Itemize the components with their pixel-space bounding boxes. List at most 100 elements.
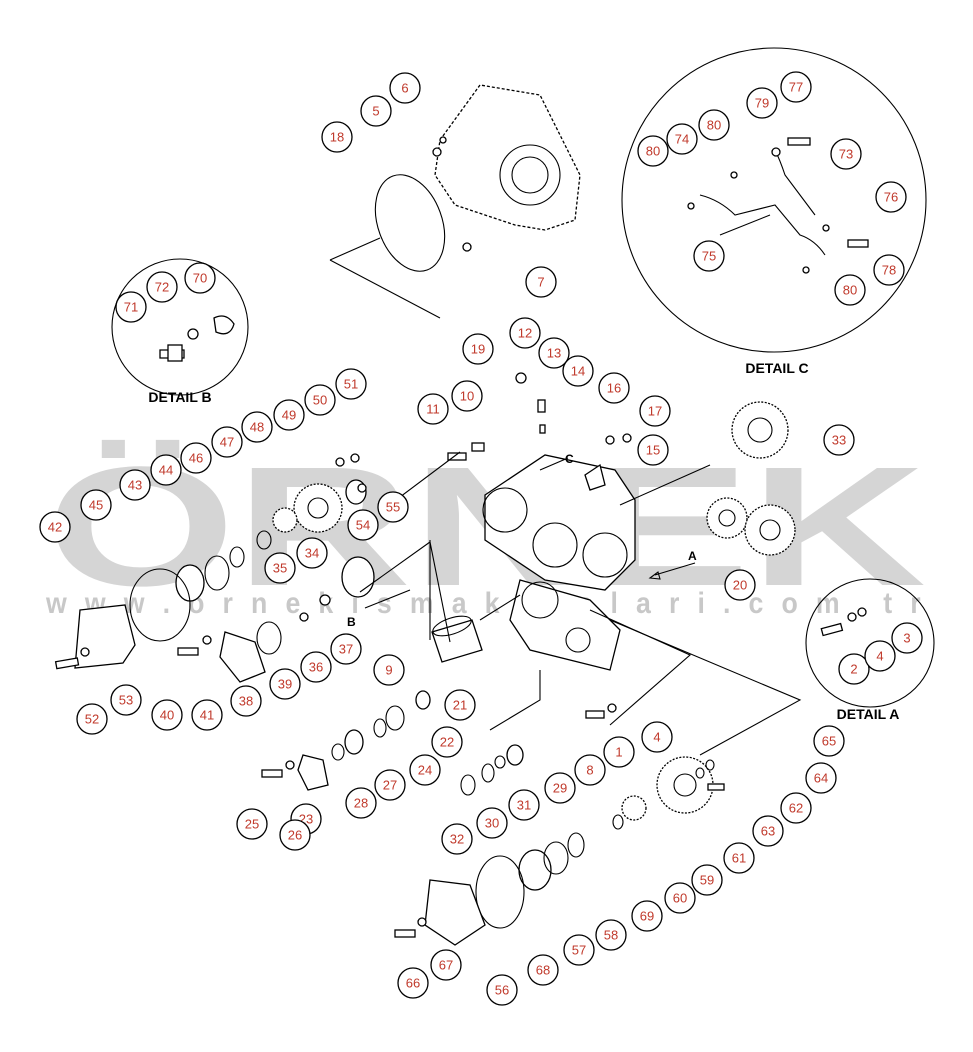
callout-label: 29 [553, 781, 567, 796]
callout-29: 29 [544, 772, 576, 804]
callout-label: 30 [485, 816, 499, 831]
callout-label: 56 [495, 983, 509, 998]
callout-14: 14 [562, 355, 594, 387]
callout-20: 20 [724, 569, 756, 601]
callout-label: 69 [640, 909, 654, 924]
callout-66: 66 [397, 967, 429, 999]
callout-label: 78 [882, 263, 896, 278]
callout-25: 25 [236, 808, 268, 840]
callout-label: 16 [607, 381, 621, 396]
callout-label: 70 [193, 271, 207, 286]
view-mark-c: C [565, 452, 574, 466]
callout-label: 12 [518, 326, 532, 341]
detail-b-label: DETAIL B [148, 389, 211, 405]
callout-4: 4 [864, 640, 896, 672]
callout-65: 65 [813, 725, 845, 757]
callout-label: 58 [604, 928, 618, 943]
callout-label: 45 [89, 498, 103, 513]
callout-44: 44 [150, 454, 182, 486]
callout-label: 41 [200, 708, 214, 723]
callout-label: 34 [305, 546, 319, 561]
callout-42: 42 [39, 511, 71, 543]
callout-2: 2 [838, 653, 870, 685]
callout-label: 80 [707, 118, 721, 133]
callout-24: 24 [409, 754, 441, 786]
callout-77: 77 [780, 71, 812, 103]
callout-41: 41 [191, 699, 223, 731]
callout-32: 32 [441, 823, 473, 855]
callout-label: 3 [903, 631, 910, 646]
callout-74: 74 [666, 123, 698, 155]
callout-label: 46 [189, 451, 203, 466]
callout-label: 50 [313, 393, 327, 408]
callout-61: 61 [723, 842, 755, 874]
callout-label: 39 [278, 677, 292, 692]
callout-label: 38 [239, 694, 253, 709]
callout-59: 59 [691, 864, 723, 896]
callout-5: 5 [360, 95, 392, 127]
callout-13: 13 [538, 337, 570, 369]
callout-label: 48 [250, 420, 264, 435]
callout-label: 26 [288, 828, 302, 843]
callout-label: 31 [517, 798, 531, 813]
gear-housing [482, 454, 636, 671]
callout-10: 10 [451, 380, 483, 412]
callout-label: 36 [309, 660, 323, 675]
callout-label: 28 [354, 796, 368, 811]
callout-3: 3 [891, 622, 923, 654]
callout-64: 64 [805, 762, 837, 794]
callout-label: 71 [124, 300, 138, 315]
detail-c-label: DETAIL C [745, 360, 808, 376]
callout-37: 37 [330, 633, 362, 665]
callout-34: 34 [296, 537, 328, 569]
callout-40: 40 [151, 699, 183, 731]
callout-57: 57 [563, 934, 595, 966]
callout-38: 38 [230, 685, 262, 717]
callout-76: 76 [875, 181, 907, 213]
callout-label: 35 [273, 561, 287, 576]
callout-label: 6 [401, 81, 408, 96]
callout-28: 28 [345, 787, 377, 819]
callout-label: 60 [673, 891, 687, 906]
callout-label: 43 [128, 478, 142, 493]
callout-75: 75 [693, 240, 725, 272]
callout-group: 1234456789101112131415161718192021222324… [39, 71, 923, 1006]
callout-55: 55 [377, 491, 409, 523]
callout-50: 50 [304, 384, 336, 416]
callout-label: 9 [385, 663, 392, 678]
callout-label: 54 [356, 518, 370, 533]
callout-label: 13 [547, 346, 561, 361]
callout-69: 69 [631, 900, 663, 932]
callout-56: 56 [486, 974, 518, 1006]
callout-label: 17 [648, 404, 662, 419]
callout-label: 73 [839, 147, 853, 162]
callout-67: 67 [430, 949, 462, 981]
callout-27: 27 [374, 769, 406, 801]
callout-8: 8 [574, 754, 606, 786]
callout-43: 43 [119, 469, 151, 501]
callout-73: 73 [830, 138, 862, 170]
callout-label: 44 [159, 463, 173, 478]
callout-label: 25 [245, 817, 259, 832]
callout-label: 65 [822, 734, 836, 749]
callout-60: 60 [664, 882, 696, 914]
callout-72: 72 [146, 271, 178, 303]
callout-6: 6 [389, 72, 421, 104]
callout-9: 9 [373, 654, 405, 686]
callout-36: 36 [300, 651, 332, 683]
callout-31: 31 [508, 789, 540, 821]
callout-label: 14 [571, 364, 585, 379]
callout-15: 15 [637, 434, 669, 466]
callout-45: 45 [80, 489, 112, 521]
callout-label: 59 [700, 873, 714, 888]
callout-label: 47 [220, 435, 234, 450]
callout-26: 26 [279, 819, 311, 851]
callout-label: 63 [761, 824, 775, 839]
callout-label: 42 [48, 520, 62, 535]
parts [54, 136, 802, 946]
callout-17: 17 [639, 395, 671, 427]
callout-label: 80 [646, 144, 660, 159]
callout-label: 7 [537, 275, 544, 290]
view-mark-a: A [688, 549, 697, 563]
